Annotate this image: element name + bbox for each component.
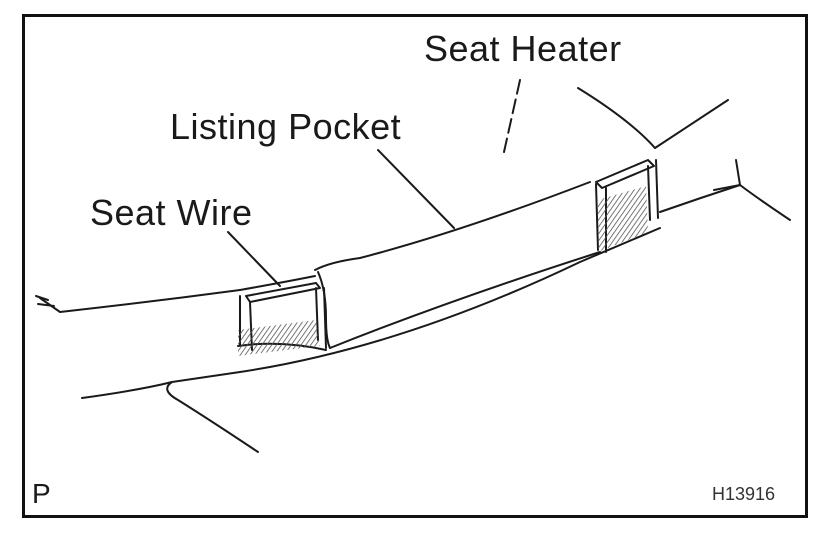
hatched-area-left [238,320,320,356]
leader-seat-heater [503,79,521,153]
leader-seat-wire [227,231,281,287]
wire-top-edge [239,275,316,291]
label-seat-heater: Seat Heater [424,28,622,69]
diagram-frame [22,14,808,518]
listing-pocket-top-edge [314,181,591,271]
trim-line-right-1 [577,87,656,149]
trim-line-right-3 [735,159,741,186]
seat-wire-end-left [35,295,55,307]
hog-ring-right-top [595,159,655,189]
listing-pocket-bottom-edge [329,251,601,349]
label-listing-pocket: Listing Pocket [170,106,402,147]
hog-ring-left-body [239,287,327,351]
leader-listing-pocket [377,149,455,229]
seat-surface-fold [166,381,259,453]
seat-wire-upper-left [39,289,241,313]
hatched-area-right [598,186,648,252]
seat-surface-front-edge [81,227,661,399]
label-seat-wire: Seat Wire [90,192,253,233]
wire-right-upper [654,99,729,149]
hog-ring-left-top [245,282,321,303]
wire-right-lower [659,184,741,213]
corner-mark: P [32,478,51,509]
figure-code: H13916 [712,484,776,504]
